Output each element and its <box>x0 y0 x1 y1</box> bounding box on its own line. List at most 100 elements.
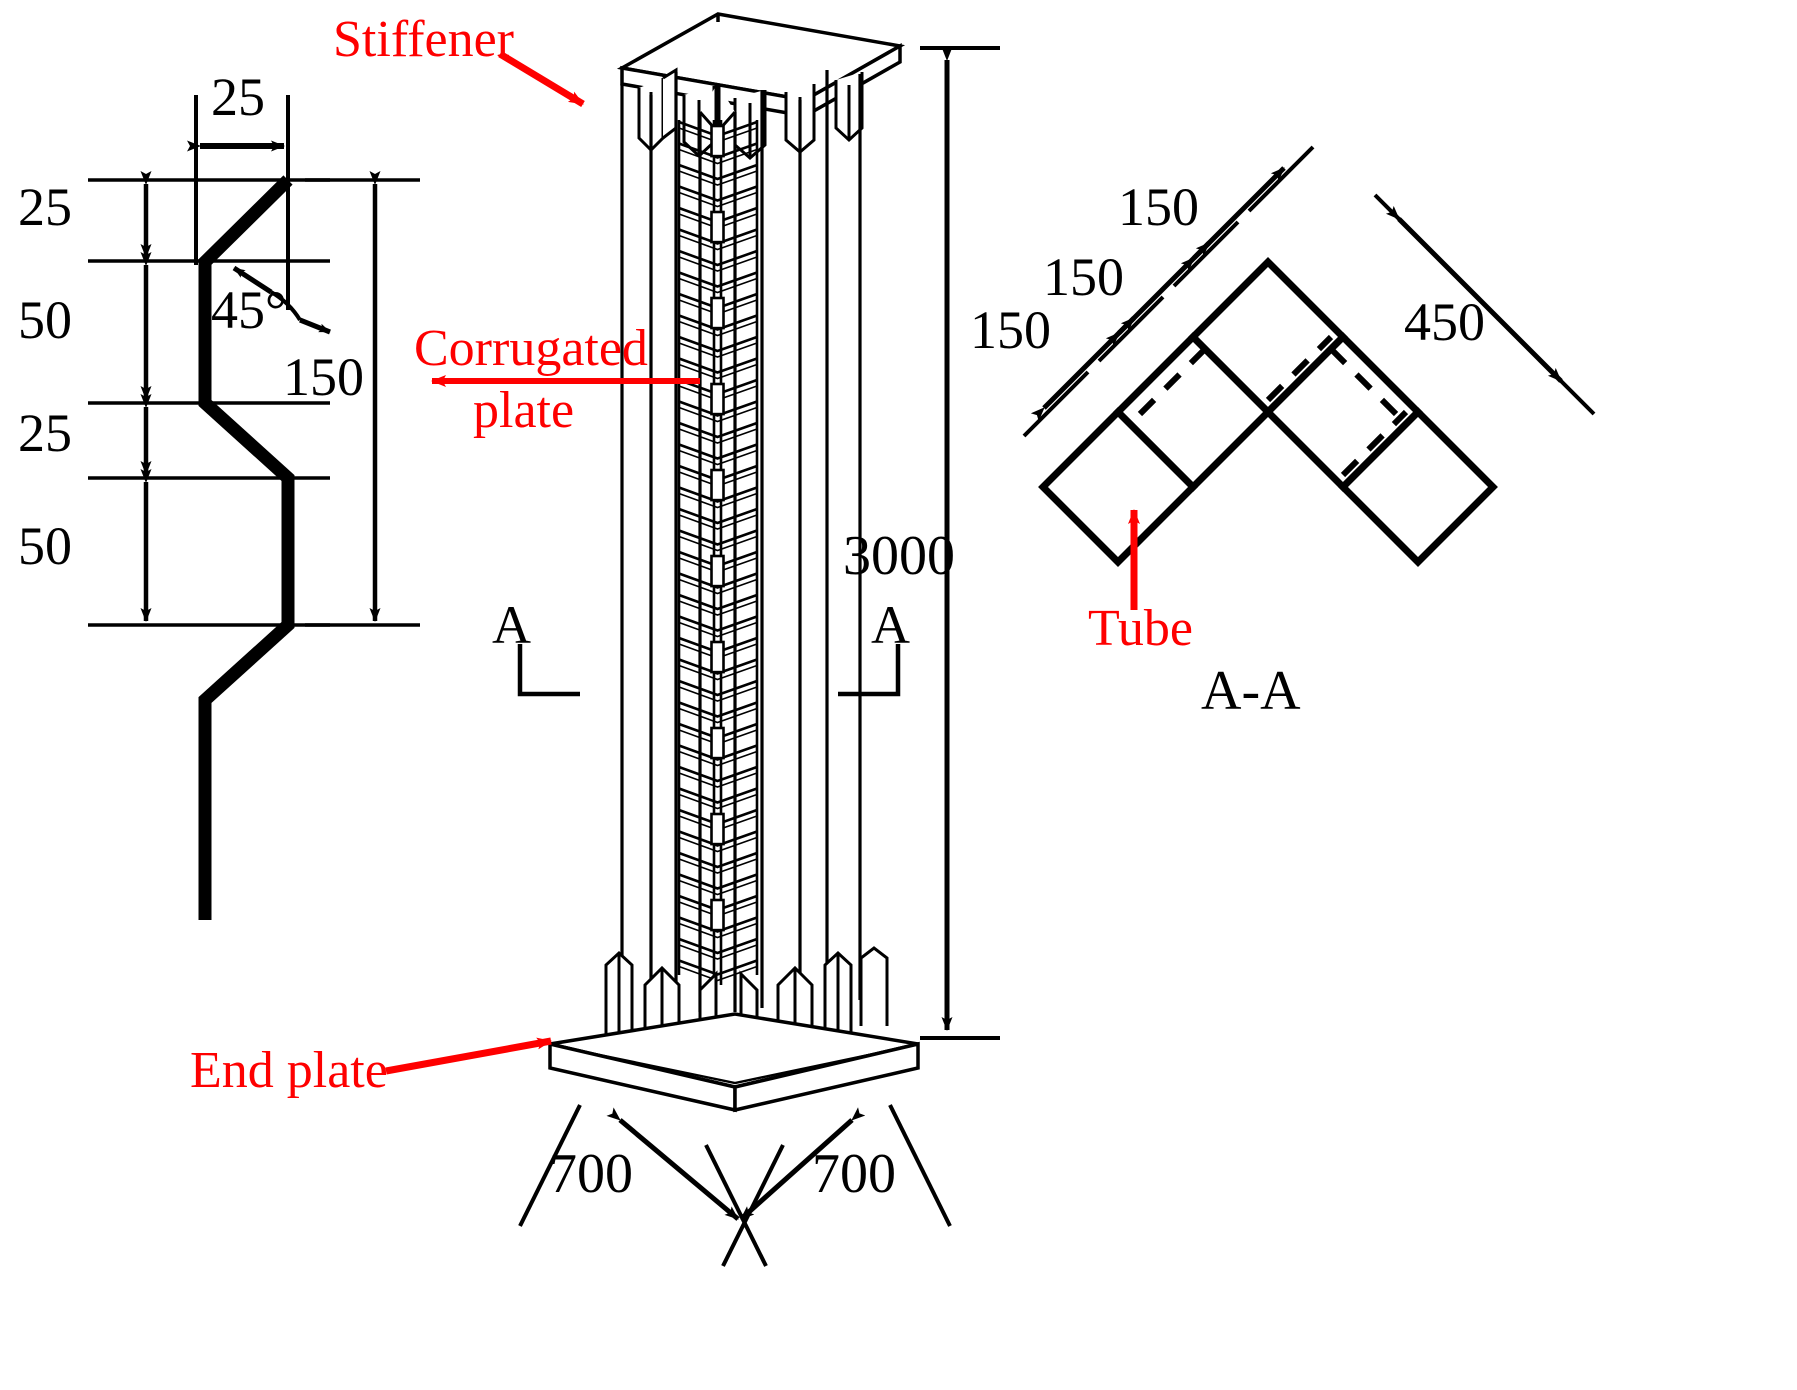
column-elevation-group <box>517 12 1000 1267</box>
section-dim-label-150-b: 150 <box>1043 247 1124 307</box>
chevron-line-thin <box>678 342 758 358</box>
chevron-line <box>678 529 758 546</box>
annotation-leaders <box>385 51 700 1075</box>
dim-label-width-25: 25 <box>211 67 265 127</box>
dim-label-lower-50: 50 <box>18 516 72 576</box>
chevron-line <box>678 249 758 267</box>
dim-label-top-25: 25 <box>18 177 72 237</box>
chevron-line-thin <box>678 772 758 788</box>
angle-45-indicator <box>232 265 331 335</box>
chevron-line <box>678 507 758 525</box>
chevron-node <box>710 898 725 932</box>
chevron-line-thin <box>678 514 758 530</box>
section-aa-group <box>1022 145 1596 610</box>
section-dim-label-150-a: 150 <box>970 300 1051 360</box>
chevron-line-thin <box>678 256 758 272</box>
section-mark-label-left: A <box>492 595 531 655</box>
chevron-node <box>710 640 725 674</box>
chevron-node <box>710 382 725 416</box>
end-plate-label: End plate <box>190 1042 388 1099</box>
dim-height-3000 <box>920 46 1000 1040</box>
chevron-line <box>678 357 758 374</box>
chevron-line-thin <box>678 836 758 853</box>
chevron-line <box>678 335 758 353</box>
chevron-line-thin <box>678 944 758 960</box>
section-aa-caption: A-A <box>1201 660 1301 722</box>
section-dim-450 <box>1385 205 1563 383</box>
dim-label-overall-150: 150 <box>283 347 364 407</box>
bottom-end-plate <box>548 1012 920 1113</box>
chevron-line <box>678 185 758 202</box>
chevron-line-thin <box>678 277 758 294</box>
chevron-line <box>678 830 758 847</box>
chevron-line-thin <box>678 363 758 380</box>
chevron-line <box>678 593 758 611</box>
stiffener-leader <box>498 51 585 107</box>
chevron-line-thin <box>678 858 758 874</box>
chevron-line <box>678 443 758 460</box>
chevron-node <box>710 210 725 244</box>
right-tube <box>733 70 862 1022</box>
chevron-line-thin <box>678 793 758 810</box>
chevron-line <box>678 314 758 331</box>
chevron-line <box>678 916 758 933</box>
tube-hidden-lines <box>1127 334 1409 490</box>
chevron-line <box>678 400 758 417</box>
chevron-line-thin <box>678 707 758 724</box>
section-mark-right <box>838 644 901 697</box>
chevron-line-thin <box>678 234 758 251</box>
dim-label-upper-50: 50 <box>18 290 72 350</box>
tube-label: Tube <box>1088 600 1194 657</box>
end-plate-leader <box>385 1037 552 1075</box>
chevron-line-thin <box>678 191 758 208</box>
chevron-line-thin <box>678 879 758 896</box>
dim-label-base-700-left: 700 <box>549 1143 633 1205</box>
section-mark-left <box>517 644 580 697</box>
chevron-line-thin <box>678 320 758 337</box>
chevron-line <box>678 271 758 288</box>
profile-width-witness <box>194 95 290 310</box>
chevron-line-thin <box>678 578 758 595</box>
corrugated-plate-label-line1: Corrugated <box>414 320 648 377</box>
chevron-line <box>678 163 758 181</box>
chevron-line-thin <box>678 170 758 186</box>
chevron-line-thin <box>678 449 758 466</box>
chevron-line <box>678 658 758 675</box>
chevron-line-thin <box>678 535 758 552</box>
left-tube <box>620 72 702 1022</box>
corrugation-profile-polyline <box>198 175 295 920</box>
chevron-line-thin <box>678 492 758 509</box>
chevron-node <box>710 554 725 588</box>
stiffener-label: Stiffener <box>333 11 514 68</box>
chevron-line <box>678 873 758 890</box>
dim-label-height-3000: 3000 <box>843 525 955 587</box>
section-dims-150 <box>1030 166 1286 422</box>
profile-extension-lines-right <box>305 178 420 627</box>
dim-label-mid-25: 25 <box>18 403 72 463</box>
chevron-line <box>678 572 758 589</box>
chevron-line <box>678 851 758 869</box>
chevron-line <box>678 486 758 503</box>
chevron-node <box>710 124 725 158</box>
chevron-line <box>678 615 758 632</box>
section-dim-label-150-c: 150 <box>1118 177 1199 237</box>
chevron-line <box>678 679 758 697</box>
section-dim-label-450: 450 <box>1404 292 1485 352</box>
chevron-node <box>710 468 725 502</box>
chevron-line-thin <box>678 406 758 423</box>
dim-label-angle-45: 45° <box>211 280 287 340</box>
corrugated-plate-label-line2: plate <box>473 382 575 439</box>
chevron-line <box>678 701 758 718</box>
chevron-line-thin <box>678 428 758 444</box>
chevron-line <box>678 787 758 804</box>
chevron-line <box>678 744 758 761</box>
chevron-line-thin <box>678 621 758 638</box>
chevron-line-thin <box>678 686 758 702</box>
chevron-node <box>710 296 725 330</box>
chevron-line-thin <box>678 750 758 767</box>
dim-base-700-right <box>704 1104 952 1267</box>
chevron-line <box>678 937 758 955</box>
section-mark-label-right: A <box>871 595 910 655</box>
